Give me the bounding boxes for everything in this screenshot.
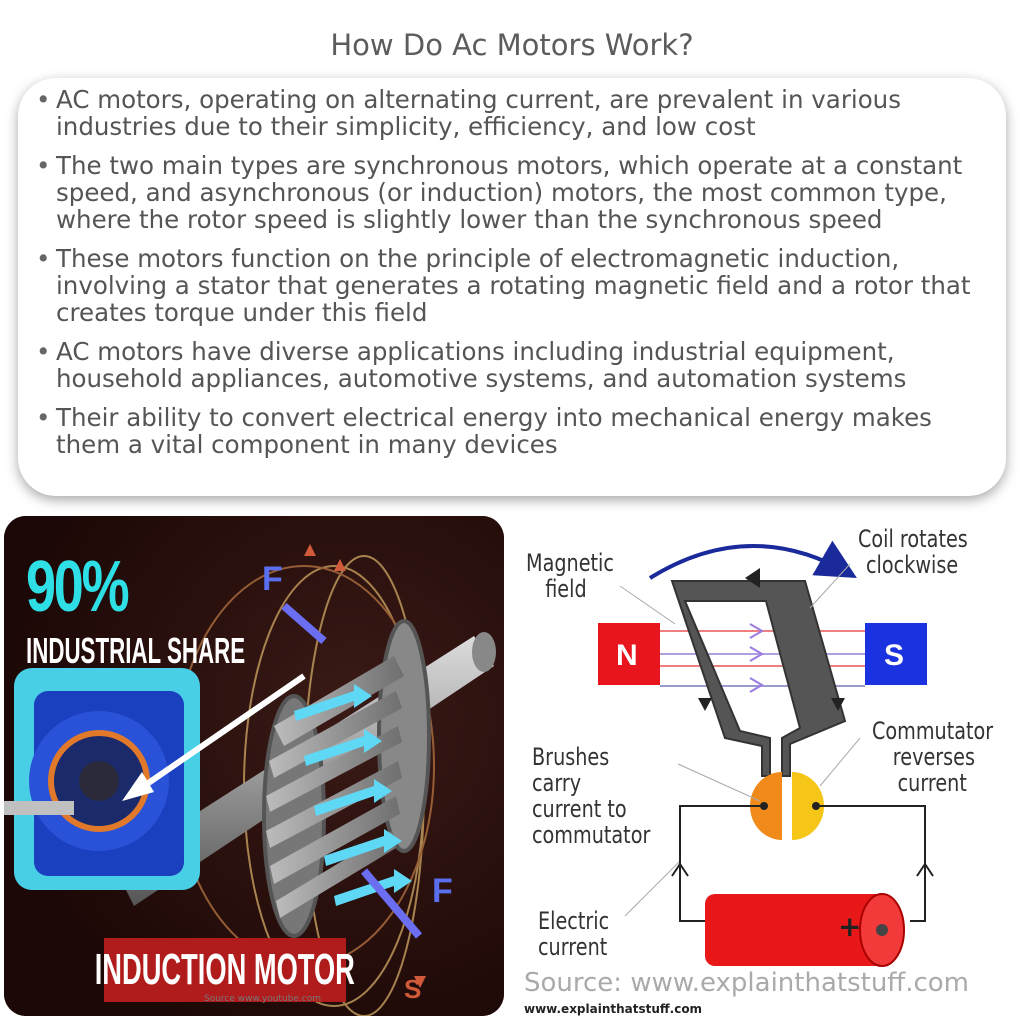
north-pole-label: N <box>616 639 638 672</box>
induction-motor-image: 90% INDUSTRIAL SHARE F F S INDUCTION MOT… <box>4 516 504 1016</box>
bullet-item: These motors function on the principle o… <box>36 245 996 326</box>
source-watermark: Source: www.explainthatstuff.com <box>524 968 970 998</box>
source-caption: www.explainthatstuff.com <box>524 1002 703 1016</box>
label-line: Coil rotates <box>858 525 968 553</box>
pole-label: S <box>404 974 422 1004</box>
south-pole-label: S <box>884 639 905 672</box>
label-line: reverses <box>892 743 975 771</box>
induction-motor-label: INDUCTION MOTOR <box>95 938 355 1002</box>
label-line: field <box>545 575 587 603</box>
bullet-item: Their ability to convert electrical ener… <box>36 404 996 458</box>
label-line: clockwise <box>866 551 959 579</box>
label-line: current to <box>532 795 627 823</box>
youtube-source: Source www.youtube.com <box>204 994 321 1004</box>
page-title: How Do Ac Motors Work? <box>330 28 694 62</box>
label-line: Magnetic <box>526 549 614 577</box>
motor-diagram: Magnetic field Coil rotates clockwise N … <box>520 516 1020 1016</box>
label-line: commutator <box>532 821 651 849</box>
force-label-top: F <box>262 560 283 598</box>
force-label-bottom: F <box>432 872 453 910</box>
label-line: carry <box>532 769 582 797</box>
magnetic-field-label: Magnetic field <box>526 550 614 602</box>
brushes-label: Brushes carry current to commutator <box>532 744 650 848</box>
coil-rotates-label: Coil rotates clockwise <box>858 526 968 578</box>
motor-illustration <box>4 516 504 1016</box>
induction-motor-text: INDUCTION MOTOR <box>94 945 356 994</box>
label-line: Electric <box>538 907 610 935</box>
diagram-graphics <box>598 540 934 967</box>
share-label: INDUSTRIAL SHARE <box>26 630 246 671</box>
battery-plus-sign: + <box>838 910 862 943</box>
label-line: Brushes <box>532 743 610 771</box>
label-line: current <box>897 769 967 797</box>
bullet-item: AC motors have diverse applications incl… <box>36 338 996 392</box>
bullet-item: AC motors, operating on alternating curr… <box>36 86 996 140</box>
label-line: current <box>538 933 608 961</box>
bullet-list: AC motors, operating on alternating curr… <box>36 86 996 470</box>
bullet-item: The two main types are synchronous motor… <box>36 152 996 233</box>
electric-current-label: Electric current <box>538 908 609 960</box>
share-percent: 90% <box>26 547 130 627</box>
label-line: Commutator <box>872 717 994 745</box>
commutator-label: Commutator reverses current <box>872 718 993 796</box>
